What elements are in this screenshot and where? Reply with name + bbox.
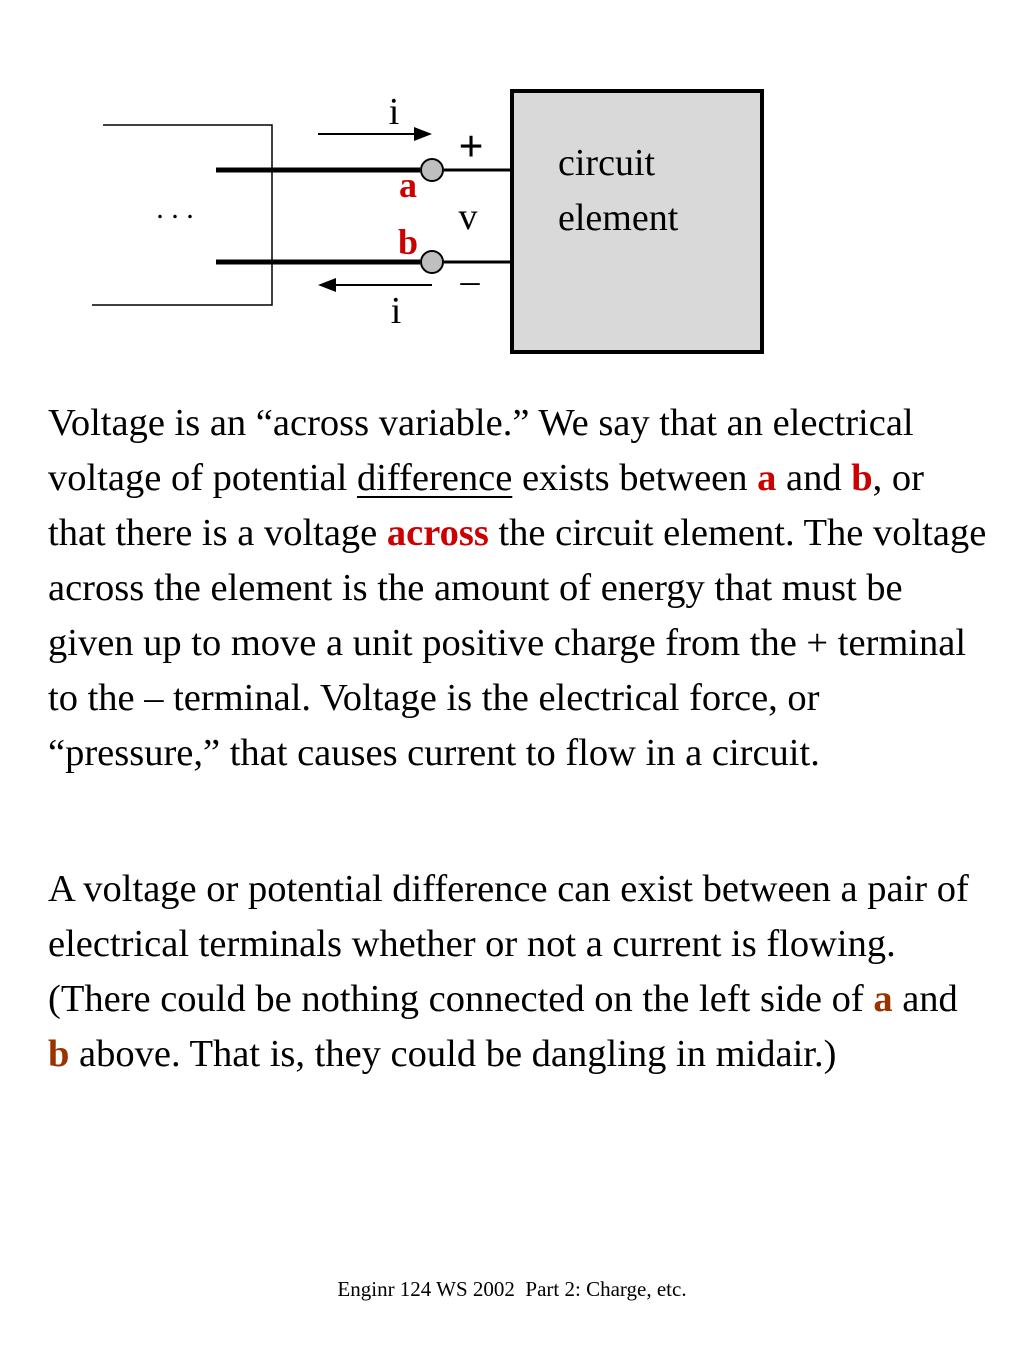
slide-footer: Enginr 124 WS 2002 Part 2: Charge, etc. xyxy=(337,1277,687,1301)
circuit-element-box xyxy=(510,89,764,354)
external-circuit-bracket xyxy=(92,124,273,306)
paragraph-across-variable: Voltage is an “across variable.” We say … xyxy=(48,396,988,781)
terminal-node-b xyxy=(420,250,444,274)
voltage-label: v xyxy=(459,196,478,238)
current-label-top: i xyxy=(389,91,400,133)
paragraph-potential-difference: A voltage or potential difference can ex… xyxy=(48,862,988,1082)
highlight-a: a xyxy=(873,978,893,1020)
minus-sign: – xyxy=(460,260,481,302)
highlight-a: a xyxy=(757,457,777,499)
highlight-across: across xyxy=(386,512,489,554)
circuit-diagram: . . . circuit element a b i i + v – xyxy=(92,89,764,354)
text-span: and xyxy=(776,457,852,499)
current-arrow-bottom-head xyxy=(318,278,336,292)
element-label-line2: element xyxy=(558,197,679,239)
underlined-difference: difference xyxy=(356,457,513,499)
ellipsis-label: . . . xyxy=(156,192,194,225)
text-span: Voltage is an “across variable.” We say … xyxy=(48,402,914,499)
text-span: the circuit element. The voltage across … xyxy=(48,512,987,774)
node-label-a: a xyxy=(399,165,417,205)
text-span: above. That is, they could be dangling i… xyxy=(69,1033,837,1075)
highlight-b: b xyxy=(851,457,873,499)
current-arrow-top-head xyxy=(414,127,432,141)
highlight-b: b xyxy=(48,1033,70,1075)
plus-sign: + xyxy=(458,122,483,171)
node-label-b: b xyxy=(398,222,418,262)
text-span: and xyxy=(892,978,958,1020)
current-label-bottom: i xyxy=(391,290,402,332)
text-span: exists between xyxy=(512,457,758,499)
element-label-line1: circuit xyxy=(558,142,656,184)
terminal-node-a xyxy=(420,158,444,182)
text-span: A voltage or potential difference can ex… xyxy=(48,868,969,1020)
text-span: , or that there is a voltage xyxy=(48,457,924,554)
